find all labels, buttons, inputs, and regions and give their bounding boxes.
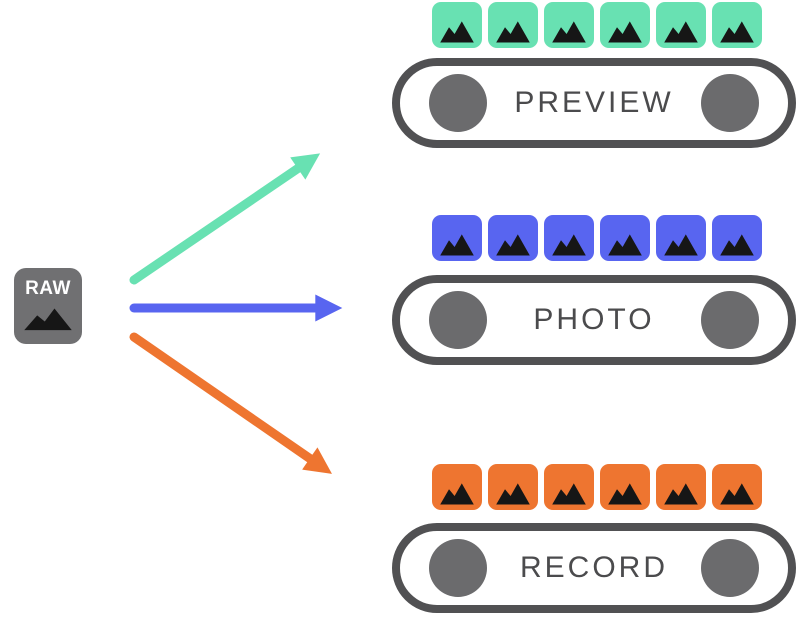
frame-icon (600, 2, 650, 48)
frame-icon (656, 215, 706, 261)
image-mountain-icon (664, 234, 698, 256)
frame-icon (712, 464, 762, 510)
roller-right-icon (701, 74, 759, 132)
frame-icon (544, 464, 594, 510)
image-mountain-icon (608, 234, 642, 256)
image-mountain-icon (664, 21, 698, 43)
frame-icon (600, 464, 650, 510)
stream-label: PREVIEW (514, 86, 674, 119)
image-mountain-icon (720, 234, 754, 256)
frame-icon (544, 2, 594, 48)
stream-capsule: RECORD (392, 523, 796, 613)
image-mountain-icon (496, 234, 530, 256)
image-mountain-icon (608, 21, 642, 43)
frame-icon (656, 2, 706, 48)
image-mountain-icon (608, 483, 642, 505)
frame-icon (488, 464, 538, 510)
image-mountain-icon (552, 21, 586, 43)
roller-left-icon (429, 74, 487, 132)
frame-icon (656, 464, 706, 510)
frame-icon (712, 215, 762, 261)
roller-left-icon (429, 291, 487, 349)
frame-icon (544, 215, 594, 261)
frame-icon (432, 215, 482, 261)
frame-icon (712, 2, 762, 48)
image-mountain-icon (496, 483, 530, 505)
frame-icon (432, 464, 482, 510)
stream-capsule: PREVIEW (392, 58, 796, 148)
raw-label: RAW (25, 278, 71, 299)
image-mountain-icon (440, 234, 474, 256)
raw-source-box: RAW (14, 268, 82, 344)
image-mountain-icon (720, 21, 754, 43)
image-mountain-icon (440, 21, 474, 43)
frames-row (432, 2, 762, 48)
stream-capsule: PHOTO (392, 275, 796, 365)
image-mountain-icon (24, 308, 72, 331)
image-mountain-icon (440, 483, 474, 505)
roller-right-icon (701, 539, 759, 597)
image-mountain-icon (552, 234, 586, 256)
stream-label: PHOTO (533, 303, 655, 336)
frame-icon (600, 215, 650, 261)
image-mountain-icon (664, 483, 698, 505)
frames-row (432, 464, 762, 510)
frame-icon (488, 2, 538, 48)
image-mountain-icon (720, 483, 754, 505)
frame-icon (432, 2, 482, 48)
stream-label: RECORD (519, 551, 668, 584)
image-mountain-icon (496, 21, 530, 43)
roller-left-icon (429, 539, 487, 597)
frame-icon (488, 215, 538, 261)
roller-right-icon (701, 291, 759, 349)
frames-row (432, 215, 762, 261)
image-mountain-icon (552, 483, 586, 505)
